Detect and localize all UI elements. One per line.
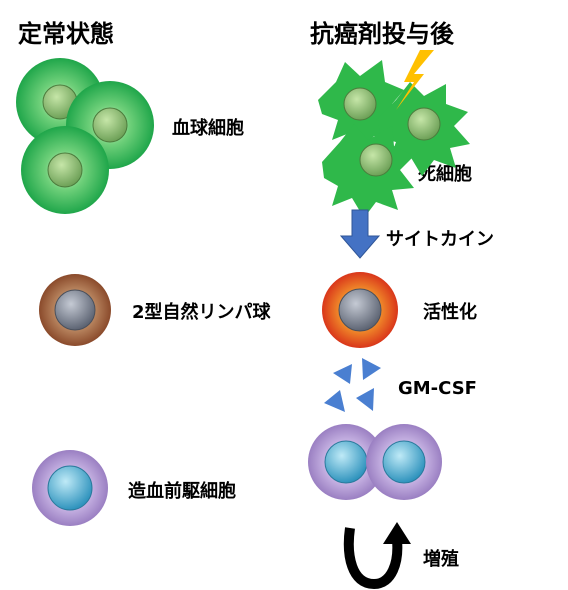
label-cytokine: サイトカイン [386,229,494,250]
label-proliferation: 増殖 [423,549,459,570]
label-activation: 活性化 [423,302,477,323]
heading-after-anticancer-drug: 抗癌剤投与後 [310,20,454,48]
label-gm-csf: GM-CSF [398,378,477,399]
progenitor-proliferating-cell-left [308,424,384,500]
lightning-bolt-icon [396,50,434,110]
progenitor-resting-cell [32,450,108,526]
green-cell-bottom [21,126,109,214]
down-arrow-icon [339,209,381,259]
cycle-arrow-icon [343,522,411,590]
label-ilc2: 2型自然リンパ球 [132,302,271,323]
progenitor-proliferating-cell-right [366,424,442,500]
ilc2-activated-cell [322,272,398,348]
gm-csf-molecules [324,358,381,412]
label-blood-cells: 血球細胞 [172,118,244,139]
heading-steady-state: 定常状態 [18,20,114,48]
ilc2-resting-cell [39,274,111,346]
label-progenitor: 造血前駆細胞 [128,481,236,502]
dead-cell-3 [322,124,414,218]
label-dead-cells: 死細胞 [418,164,472,185]
